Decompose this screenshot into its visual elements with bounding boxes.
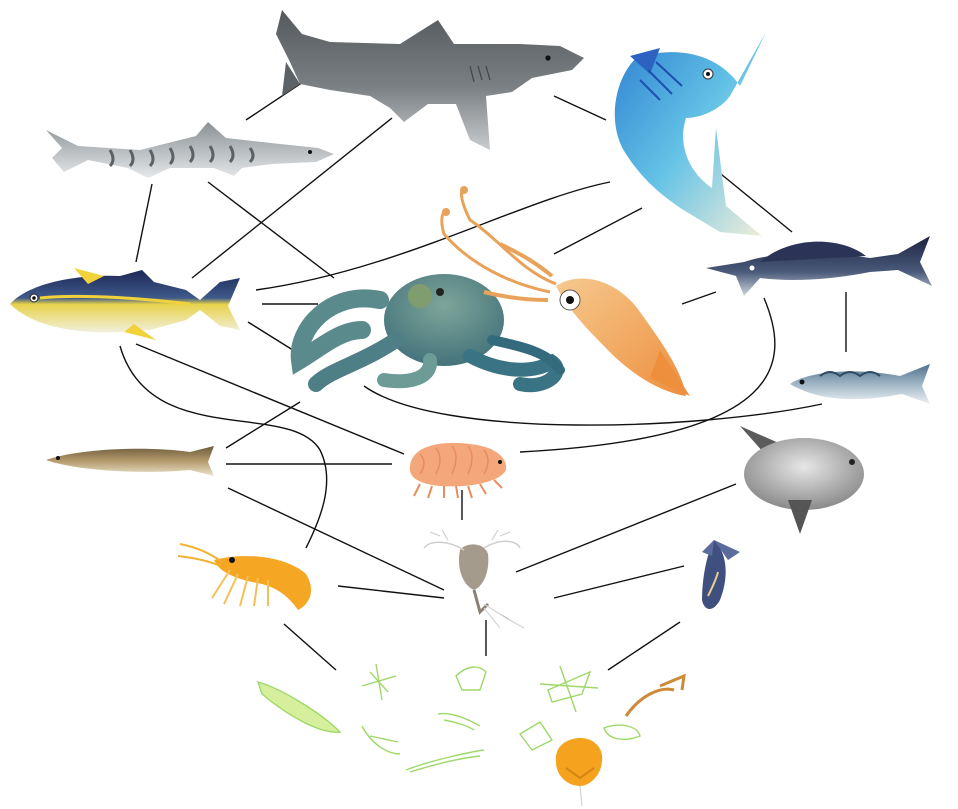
tiger-shark-icon: [46, 122, 334, 178]
octopus-icon: [300, 274, 560, 385]
pteropod-icon: [702, 540, 740, 609]
blue-marlin-icon: [615, 32, 766, 236]
sailfish-icon: [706, 236, 932, 296]
amphipod-icon: [410, 443, 506, 498]
mackerel-icon: [790, 364, 930, 404]
ocean-sunfish-icon: [736, 426, 864, 534]
great-white-shark-icon: [276, 10, 584, 150]
copepod-icon: [424, 530, 524, 628]
yellowfin-tuna-icon: [10, 268, 240, 340]
sand-lance-icon: [46, 446, 214, 476]
shrimp-icon: [178, 544, 311, 610]
